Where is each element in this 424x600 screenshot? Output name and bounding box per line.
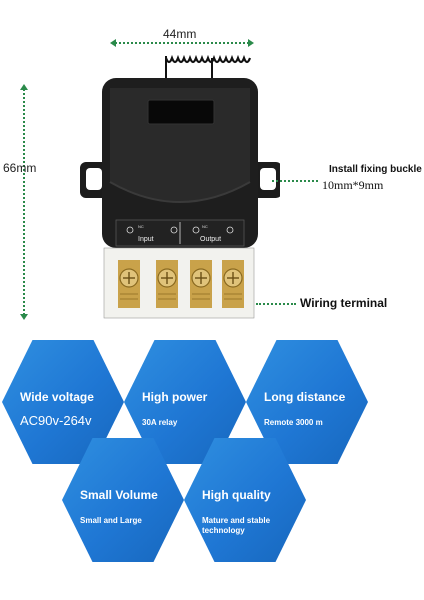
indicator-window [147, 99, 215, 125]
feature-title: Long distance [264, 390, 346, 404]
relay-module-image: NC Input NC Output [80, 54, 280, 319]
terminal-screws [118, 260, 244, 308]
output-label: Output [200, 236, 221, 243]
terminal-label: Wiring terminal [300, 296, 388, 310]
feature-title: Wide voltage [20, 390, 94, 404]
feature-subtitle: 30A relay [142, 418, 178, 427]
feature-title: High power [142, 390, 208, 404]
buckle-label: Install fixing buckle [329, 164, 422, 175]
feature-subtitle: Mature and stable technology [202, 516, 271, 535]
buckle-leader-line [272, 180, 318, 182]
feature-title: High quality [202, 488, 271, 502]
input-small-label: NC [138, 224, 144, 229]
width-dimension-label: 44mm [163, 27, 197, 41]
feature-subtitle: Remote 3000 m [264, 418, 323, 427]
buckle-size-label: 10mm*9mm [322, 178, 384, 192]
feature-subtitle: Small and Large [80, 516, 142, 525]
feature-hexagons: Wide voltage AC90v-264v High power 30A r… [0, 338, 424, 600]
input-label: Input [138, 236, 154, 243]
antenna-coil [164, 54, 252, 80]
output-small-label: NC [202, 224, 208, 229]
height-dimension-label: 66mm [3, 161, 37, 175]
feature-subtitle: AC90v-264v [20, 413, 92, 428]
feature-title: Small Volume [80, 488, 158, 502]
width-dimension-line [110, 39, 254, 47]
height-dimension-line [20, 84, 28, 320]
terminal-leader-line [256, 303, 296, 305]
